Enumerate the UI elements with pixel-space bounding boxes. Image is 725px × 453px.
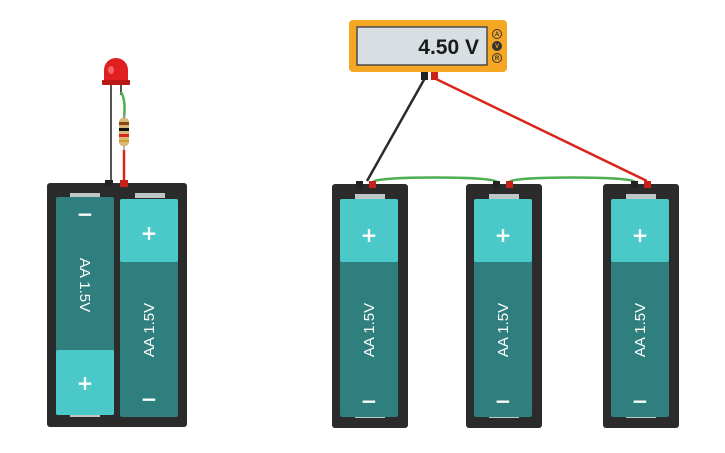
single-battery-holder-2[interactable]: + − AA 1.5V bbox=[466, 181, 542, 428]
terminal-positive[interactable] bbox=[644, 181, 651, 188]
battery-cap bbox=[611, 199, 669, 262]
battery-top-sign: + bbox=[632, 223, 649, 247]
mode-current-button[interactable] bbox=[492, 29, 502, 39]
terminal-negative[interactable] bbox=[493, 181, 500, 188]
battery-bottom-sign: − bbox=[632, 389, 649, 413]
led-body bbox=[104, 58, 128, 82]
battery-bottom-sign: + bbox=[77, 371, 94, 395]
battery-cap bbox=[474, 199, 532, 262]
mode-resistance-label: R bbox=[495, 56, 500, 62]
mode-voltage-button[interactable] bbox=[492, 41, 502, 51]
battery-bottom-sign: − bbox=[495, 389, 512, 413]
led-component[interactable] bbox=[102, 58, 130, 183]
probe-jack-com[interactable] bbox=[421, 72, 428, 80]
battery-label: AA 1.5V bbox=[141, 303, 158, 357]
terminal-positive[interactable] bbox=[120, 180, 128, 187]
terminal-positive[interactable] bbox=[369, 181, 376, 188]
battery-label: AA 1.5V bbox=[76, 258, 93, 312]
terminal-negative[interactable] bbox=[631, 181, 638, 188]
mode-selector[interactable]: A V R bbox=[492, 29, 502, 63]
contact-top-right bbox=[135, 193, 165, 198]
contact-top bbox=[489, 194, 519, 199]
mode-voltage-label: V bbox=[495, 44, 499, 50]
battery-top-sign: + bbox=[495, 223, 512, 247]
terminal-negative[interactable] bbox=[356, 181, 363, 188]
resistor-band-4 bbox=[119, 140, 129, 142]
battery-top-sign: + bbox=[141, 221, 158, 245]
terminal-negative[interactable] bbox=[105, 180, 113, 187]
battery-cap bbox=[56, 350, 114, 415]
multimeter-reading: 4.50 V bbox=[418, 36, 479, 59]
series-wire-1[interactable] bbox=[371, 176, 499, 184]
single-battery-holder-1[interactable]: + − AA 1.5V bbox=[332, 181, 408, 428]
multimeter[interactable]: 4.50 V A V R bbox=[349, 20, 507, 80]
mode-resistance-button[interactable] bbox=[492, 53, 502, 63]
contact-top bbox=[626, 194, 656, 199]
probe-wire-black[interactable] bbox=[365, 77, 427, 182]
series-wire-2[interactable] bbox=[507, 176, 637, 184]
battery-top-sign: + bbox=[361, 223, 378, 247]
resistor-band-3 bbox=[119, 134, 129, 137]
probe-jack-v[interactable] bbox=[431, 72, 438, 80]
double-battery-holder[interactable]: − + AA 1.5V + − AA 1.5V bbox=[47, 180, 187, 427]
battery-bottom-sign: − bbox=[361, 389, 378, 413]
resistor-component[interactable] bbox=[119, 114, 129, 152]
resistor-band-2 bbox=[119, 128, 129, 131]
battery-top-sign: − bbox=[77, 202, 94, 226]
battery-cell-right: + − AA 1.5V bbox=[120, 199, 178, 417]
single-battery-holder-3[interactable]: + − AA 1.5V bbox=[603, 181, 679, 428]
led-highlight bbox=[108, 66, 114, 74]
resistor-band-1 bbox=[119, 122, 129, 125]
led-rim bbox=[102, 80, 130, 85]
mode-current-label: A bbox=[495, 32, 500, 38]
contact-top-left bbox=[70, 193, 100, 198]
probe-wire-red[interactable] bbox=[433, 76, 648, 183]
terminal-positive[interactable] bbox=[506, 181, 513, 188]
battery-cap bbox=[120, 199, 178, 262]
battery-label: AA 1.5V bbox=[632, 303, 649, 357]
battery-bottom-sign: − bbox=[141, 387, 158, 411]
battery-label: AA 1.5V bbox=[495, 303, 512, 357]
battery-label: AA 1.5V bbox=[361, 303, 378, 357]
multimeter-display bbox=[356, 26, 488, 66]
battery-cap bbox=[340, 199, 398, 262]
contact-top bbox=[355, 194, 385, 199]
battery-cell-left: − + AA 1.5V bbox=[56, 197, 114, 415]
